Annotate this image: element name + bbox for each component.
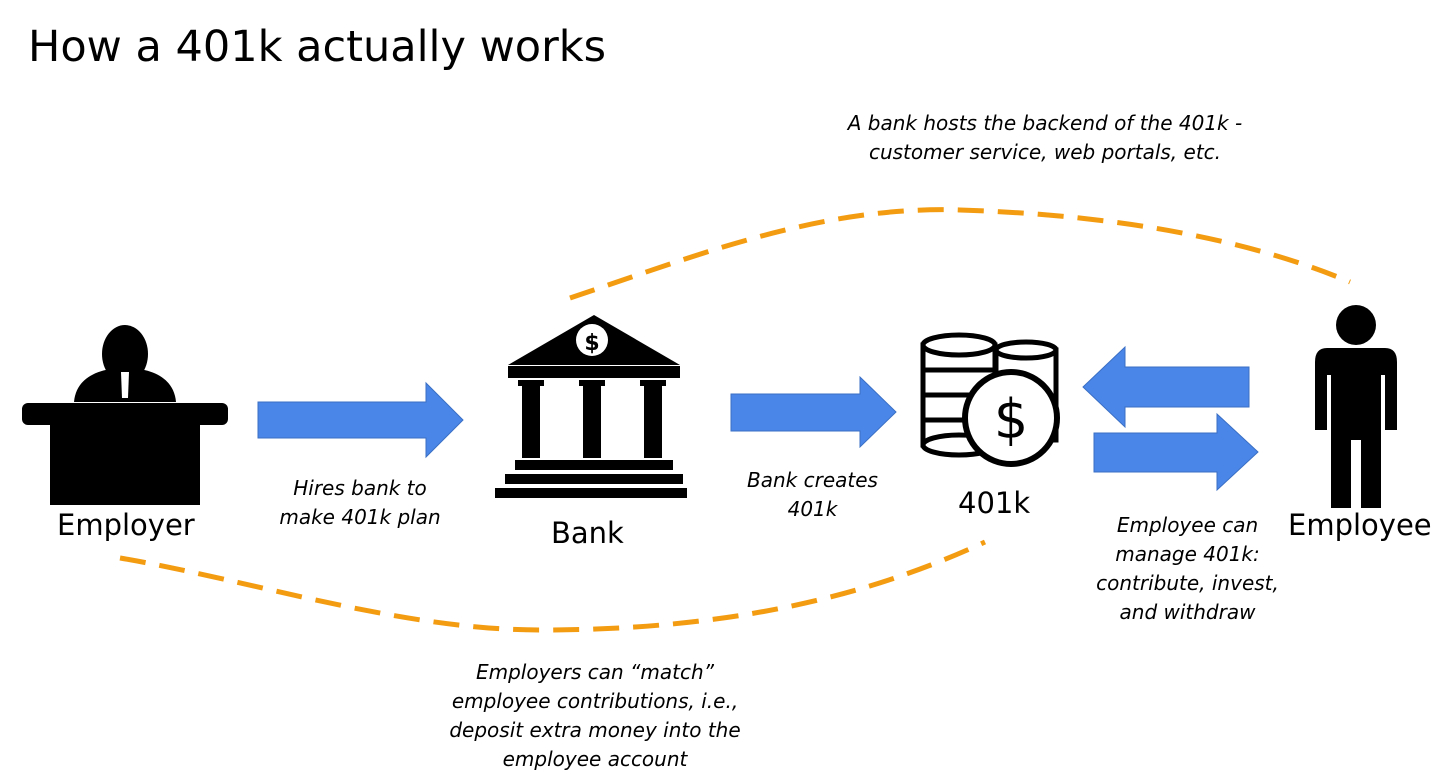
employer-match-note-line: employee contributions, i.e., bbox=[451, 689, 739, 713]
employee-manage-note: Employee can manage 401k: contribute, in… bbox=[1085, 511, 1290, 627]
bank-creates-note-line: Bank creates bbox=[747, 468, 878, 492]
hires-bank-note-line: make 401k plan bbox=[279, 505, 441, 529]
bank-building-icon: $ bbox=[495, 315, 687, 498]
hires-bank-note-line: Hires bank to bbox=[293, 476, 427, 500]
person-icon bbox=[1315, 305, 1397, 508]
employee-manage-note-line: and withdraw bbox=[1119, 600, 1256, 624]
employee-label: Employee bbox=[1288, 508, 1432, 542]
employee-manage-note-line: manage 401k: bbox=[1115, 542, 1260, 566]
employer-match-note: Employers can “match” employee contribut… bbox=[430, 658, 760, 774]
coin-stack-icon: $ bbox=[920, 332, 1060, 467]
employer-to-bank-arrow bbox=[257, 381, 464, 459]
employer-match-note-line: Employers can “match” bbox=[475, 660, 714, 684]
bank-backend-note-line: A bank hosts the backend of the 401k - bbox=[847, 111, 1243, 135]
match-dashed-connector bbox=[119, 539, 987, 633]
employer-match-note-line: deposit extra money into the bbox=[449, 718, 741, 742]
bank-to-401k-arrow bbox=[730, 375, 897, 449]
backend-dashed-connector bbox=[569, 207, 1351, 301]
401k-to-employee-arrow bbox=[1093, 412, 1259, 492]
employer-desk-icon bbox=[22, 325, 228, 505]
bank-backend-note: A bank hosts the backend of the 401k - c… bbox=[820, 109, 1270, 167]
bank-creates-note: Bank creates 401k bbox=[730, 466, 895, 524]
employee-to-401k-arrow bbox=[1082, 345, 1250, 429]
employee-manage-note-line: contribute, invest, bbox=[1096, 571, 1279, 595]
employer-match-note-line: employee account bbox=[502, 747, 688, 771]
page-title: How a 401k actually works bbox=[28, 22, 607, 72]
401k-label: 401k bbox=[958, 486, 1031, 520]
employee-manage-note-line: Employee can bbox=[1116, 513, 1259, 537]
bank-creates-note-line: 401k bbox=[787, 497, 838, 521]
bank-label: Bank bbox=[551, 516, 624, 550]
svg-text:$: $ bbox=[584, 331, 599, 356]
hires-bank-note: Hires bank to make 401k plan bbox=[250, 474, 470, 532]
employer-label: Employer bbox=[57, 508, 195, 542]
bank-backend-note-line: customer service, web portals, etc. bbox=[868, 140, 1222, 164]
svg-text:$: $ bbox=[994, 388, 1028, 451]
